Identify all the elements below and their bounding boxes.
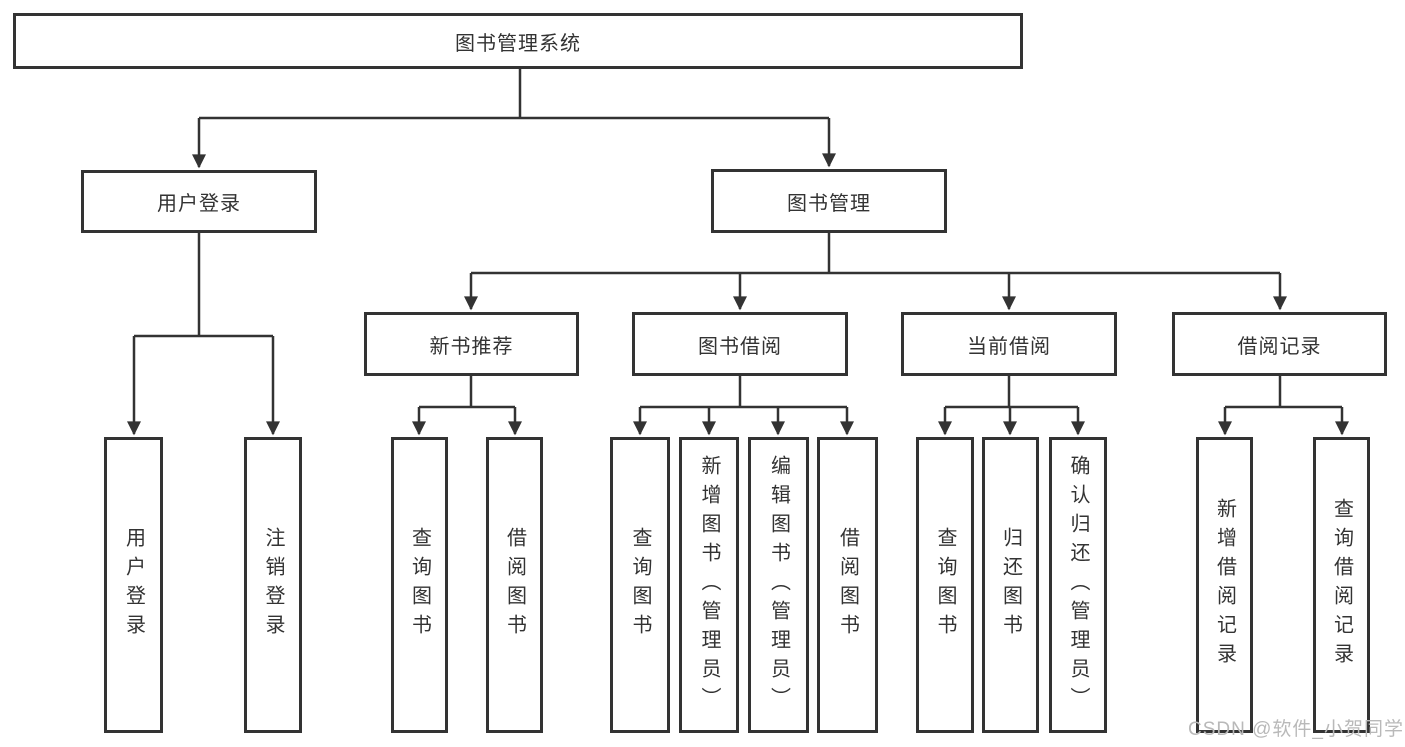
leaf-edit-books-admin: 编辑图书（管理员） xyxy=(748,437,809,733)
leaf-confirm-return-admin-label: 确认归还（管理员） xyxy=(1067,454,1089,716)
node-root-label: 图书管理系统 xyxy=(455,32,581,55)
leaf-query-books-recommend-label: 查询图书 xyxy=(408,527,431,643)
node-root-system: 图书管理系统 xyxy=(13,13,1023,69)
watermark: CSDN @软件_小贺同学 xyxy=(1188,719,1404,740)
leaf-edit-books-admin-label: 编辑图书（管理员） xyxy=(767,454,790,716)
leaf-query-borrow-record: 查询借阅记录 xyxy=(1313,437,1370,733)
node-book-management-label: 图书管理 xyxy=(787,192,871,215)
leaf-borrow-books: 借阅图书 xyxy=(817,437,878,733)
leaf-return-books: 归还图书 xyxy=(982,437,1039,733)
leaf-borrow-books-recommend-label: 借阅图书 xyxy=(503,527,526,643)
leaf-query-books-borrow: 查询图书 xyxy=(610,437,670,733)
leaf-borrow-books-label: 借阅图书 xyxy=(836,527,859,643)
leaf-return-books-label: 归还图书 xyxy=(999,527,1022,643)
leaf-logout-login-label: 注销登录 xyxy=(262,527,284,643)
leaf-add-books-admin-label: 新增图书（管理员） xyxy=(698,454,720,716)
leaf-query-books-recommend: 查询图书 xyxy=(391,437,448,733)
leaf-borrow-books-recommend: 借阅图书 xyxy=(486,437,543,733)
node-book-borrow: 图书借阅 xyxy=(632,312,848,376)
leaf-add-books-admin: 新增图书（管理员） xyxy=(679,437,739,733)
leaf-query-borrow-record-label: 查询借阅记录 xyxy=(1330,498,1353,672)
leaf-logout-login: 注销登录 xyxy=(244,437,302,733)
leaf-query-books-current: 查询图书 xyxy=(916,437,974,733)
node-current-borrow-label: 当前借阅 xyxy=(967,335,1051,358)
node-user-login: 用户登录 xyxy=(81,170,317,233)
leaf-query-books-current-label: 查询图书 xyxy=(934,527,956,643)
node-borrow-records: 借阅记录 xyxy=(1172,312,1387,376)
leaf-query-books-borrow-label: 查询图书 xyxy=(629,527,651,643)
node-current-borrow: 当前借阅 xyxy=(901,312,1117,376)
node-new-book-recommend-label: 新书推荐 xyxy=(429,335,514,358)
node-user-login-label: 用户登录 xyxy=(157,193,241,215)
node-book-management: 图书管理 xyxy=(711,169,947,233)
node-new-book-recommend: 新书推荐 xyxy=(364,312,579,376)
leaf-user-login-label: 用户登录 xyxy=(122,527,145,643)
leaf-user-login: 用户登录 xyxy=(104,437,163,733)
leaf-add-borrow-record: 新增借阅记录 xyxy=(1196,437,1253,733)
leaf-confirm-return-admin: 确认归还（管理员） xyxy=(1049,437,1107,733)
leaf-add-borrow-record-label: 新增借阅记录 xyxy=(1213,498,1236,672)
node-book-borrow-label: 图书借阅 xyxy=(698,335,782,358)
node-borrow-records-label: 借阅记录 xyxy=(1237,335,1322,358)
